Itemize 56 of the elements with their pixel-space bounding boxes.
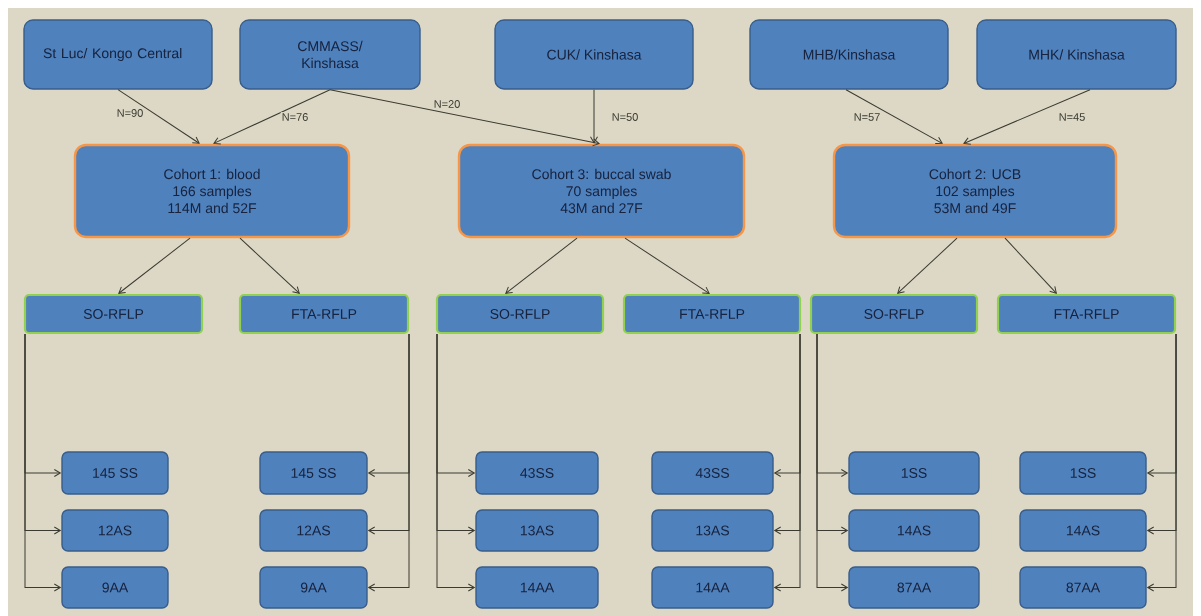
arrow	[239, 237, 300, 294]
arrow	[816, 333, 848, 592]
site-box: St Luc/ Kongo Central	[23, 19, 213, 90]
edge-label: N=76	[280, 112, 310, 122]
arrow	[590, 89, 598, 144]
edge-label: N=20	[432, 99, 462, 109]
cohort-box: Cohort 1: blood 166 samples 114M and 52F	[73, 143, 351, 239]
result-box: 14AA	[475, 566, 599, 609]
result-box: 12AS	[259, 509, 368, 552]
method-box: SO-RFLP	[435, 293, 605, 335]
result-box: 87AA	[848, 566, 980, 609]
cohort-box: Cohort 3: buccal swab 70 samples 43M and 27F	[457, 143, 746, 239]
result-box: 14AA	[651, 566, 774, 609]
arrow	[1004, 237, 1057, 294]
arrow	[118, 237, 191, 294]
result-box: 13AS	[651, 509, 774, 552]
method-box: FTA-RFLP	[996, 293, 1177, 335]
arrow	[897, 237, 958, 294]
result-box: 13AS	[475, 509, 599, 552]
result-box: 43SS	[475, 451, 599, 495]
arrow	[774, 333, 801, 592]
arrow	[24, 333, 61, 592]
result-box: 145 SS	[259, 451, 368, 495]
cohort-box: Cohort 2: UCB 102 samples 53M and 49F	[832, 143, 1118, 239]
result-box: 87AA	[1019, 566, 1147, 609]
result-box: 1SS	[848, 451, 980, 495]
arrow	[505, 237, 578, 294]
edge-label: N=90	[115, 108, 145, 118]
arrow	[368, 333, 410, 592]
arrow	[845, 89, 943, 144]
arrow	[117, 89, 200, 144]
edge-label: N=45	[1057, 112, 1087, 122]
result-box: 14AS	[848, 509, 980, 552]
method-box: FTA-RFLP	[622, 293, 802, 335]
method-box: FTA-RFLP	[238, 293, 410, 335]
method-box: SO-RFLP	[809, 293, 979, 335]
result-box: 9AA	[259, 566, 368, 609]
result-box: 14AS	[1019, 509, 1147, 552]
arrow	[624, 237, 710, 294]
result-box: 9AA	[61, 566, 169, 609]
edge-label: N=50	[610, 112, 640, 122]
result-box: 1SS	[1019, 451, 1147, 495]
edge-label: N=57	[852, 112, 882, 122]
result-box: 43SS	[651, 451, 774, 495]
site-box: CMMASS/ Kinshasa	[239, 19, 421, 90]
arrow	[213, 89, 331, 145]
site-box: MHK/ Kinshasa	[976, 19, 1177, 90]
site-box: CUK/ Kinshasa	[494, 19, 694, 90]
result-box: 145 SS	[61, 451, 169, 495]
arrow	[436, 333, 475, 592]
arrow	[963, 89, 1091, 145]
arrow	[1147, 333, 1177, 592]
site-box: MHB/Kinshasa	[749, 19, 949, 90]
arrow	[329, 89, 600, 147]
method-box: SO-RFLP	[23, 293, 204, 335]
result-box: 12AS	[61, 509, 169, 552]
